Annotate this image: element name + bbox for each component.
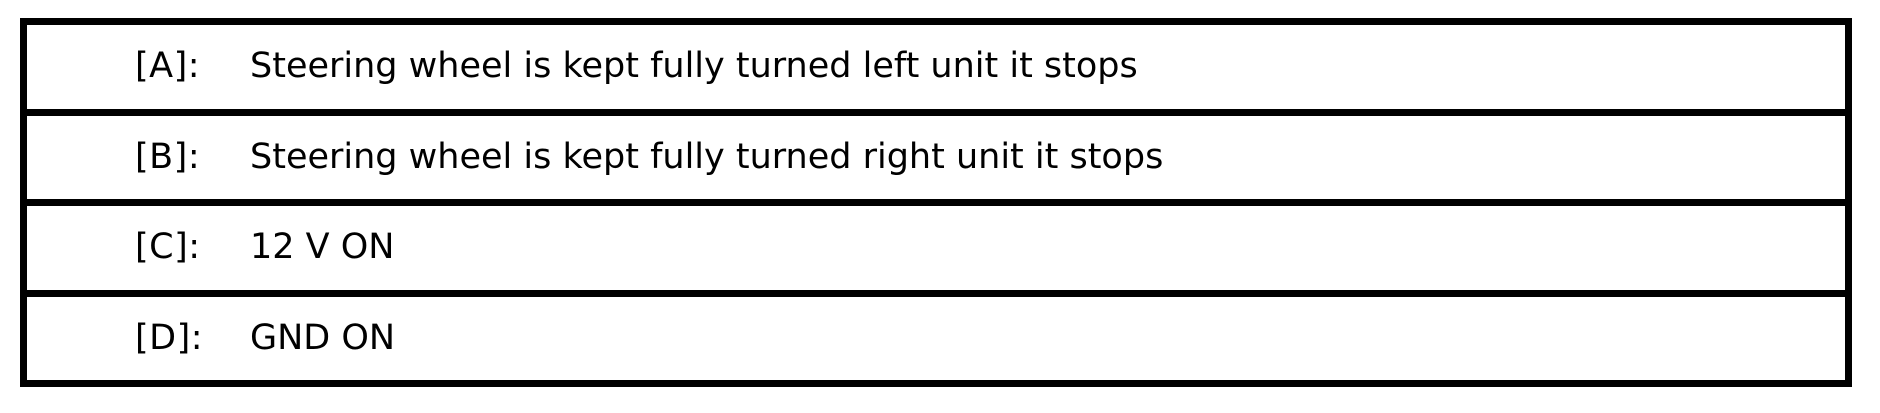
- row-description-b: Steering wheel is kept fully turned righ…: [250, 139, 1164, 175]
- table-row: [B]: Steering wheel is kept fully turned…: [27, 115, 1845, 206]
- row-key-a: [A]:: [135, 46, 201, 87]
- row-key-b: [B]:: [135, 136, 201, 177]
- row-description-a: Steering wheel is kept fully turned left…: [250, 49, 1138, 85]
- table-row: [A]: Steering wheel is kept fully turned…: [27, 25, 1845, 116]
- row-description-c: 12 V ON: [250, 230, 395, 266]
- legend-table: [A]: Steering wheel is kept fully turned…: [20, 18, 1852, 387]
- row-key-c: [C]:: [135, 227, 201, 268]
- row-description-d: GND ON: [250, 320, 396, 356]
- table-row: [D]: GND ON: [27, 296, 1845, 380]
- table-row: [C]: 12 V ON: [27, 206, 1845, 297]
- row-key-d: [D]:: [135, 317, 204, 358]
